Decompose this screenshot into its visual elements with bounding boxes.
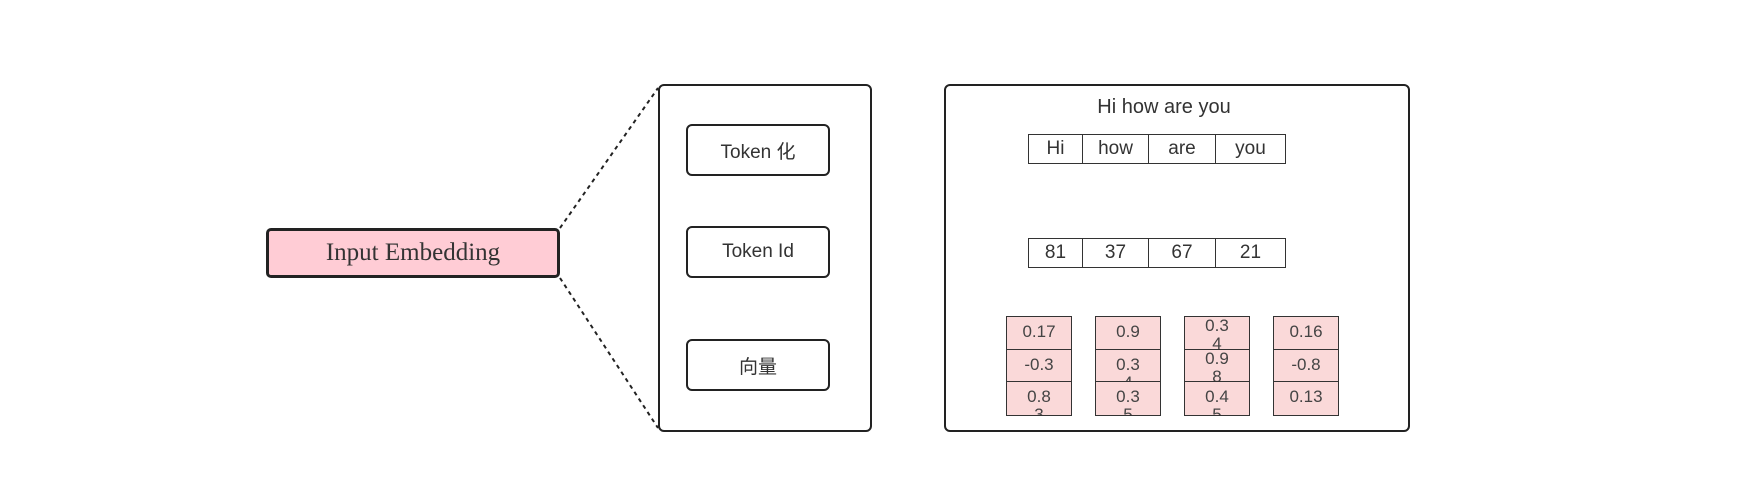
zoom-line-top — [559, 87, 659, 229]
vector-value: 0.45 — [1205, 387, 1229, 415]
token-cell: Hi — [1028, 134, 1083, 164]
token-row: Hi how are you — [1028, 134, 1286, 164]
zoom-line-bottom — [559, 277, 659, 429]
token-id-cell: 67 — [1148, 238, 1216, 268]
token-id-step[interactable]: Token Id — [686, 226, 830, 278]
vector-value: 0.83 — [1027, 387, 1051, 415]
tokenize-step-label: Token 化 — [720, 141, 796, 163]
vector-step[interactable]: 向量 — [686, 339, 830, 391]
vector-value: 0.34 — [1185, 317, 1249, 350]
token-id-row: 81 37 67 21 — [1028, 238, 1286, 268]
token-cell: you — [1215, 134, 1286, 164]
example-sentence: Hi how are you — [1097, 96, 1231, 118]
tokenize-step[interactable]: Token 化 — [686, 124, 830, 176]
vector-value: 0.98 — [1185, 350, 1249, 383]
token-id-step-label: Token Id — [722, 241, 794, 262]
token-id-cell: 37 — [1082, 238, 1149, 268]
vector-column: 0.17 -0.3 0.83 — [1006, 316, 1072, 416]
vector-value: -0.8 — [1274, 350, 1338, 383]
vector-column: 0.16 -0.8 0.13 — [1273, 316, 1339, 416]
vector-step-label: 向量 — [738, 356, 777, 378]
input-embedding-box[interactable]: Input Embedding — [266, 228, 560, 278]
token-cell: are — [1148, 134, 1216, 164]
vector-value: -0.3 — [1007, 350, 1071, 383]
vector-value: 0.17 — [1007, 317, 1071, 350]
token-id-cell: 21 — [1215, 238, 1286, 268]
vector-column: 0.9 0.34 0.35 — [1095, 316, 1161, 416]
vector-column: 0.34 0.98 0.45 — [1184, 316, 1250, 416]
vector-value: 0.35 — [1116, 387, 1140, 415]
vector-value: 0.9 — [1096, 317, 1160, 350]
vector-value: 0.13 — [1289, 387, 1323, 407]
vector-value: 0.34 — [1096, 350, 1160, 383]
token-id-cell: 81 — [1028, 238, 1083, 268]
token-cell: how — [1082, 134, 1149, 164]
input-embedding-label: Input Embedding — [325, 239, 501, 266]
vector-value: 0.16 — [1274, 317, 1338, 350]
